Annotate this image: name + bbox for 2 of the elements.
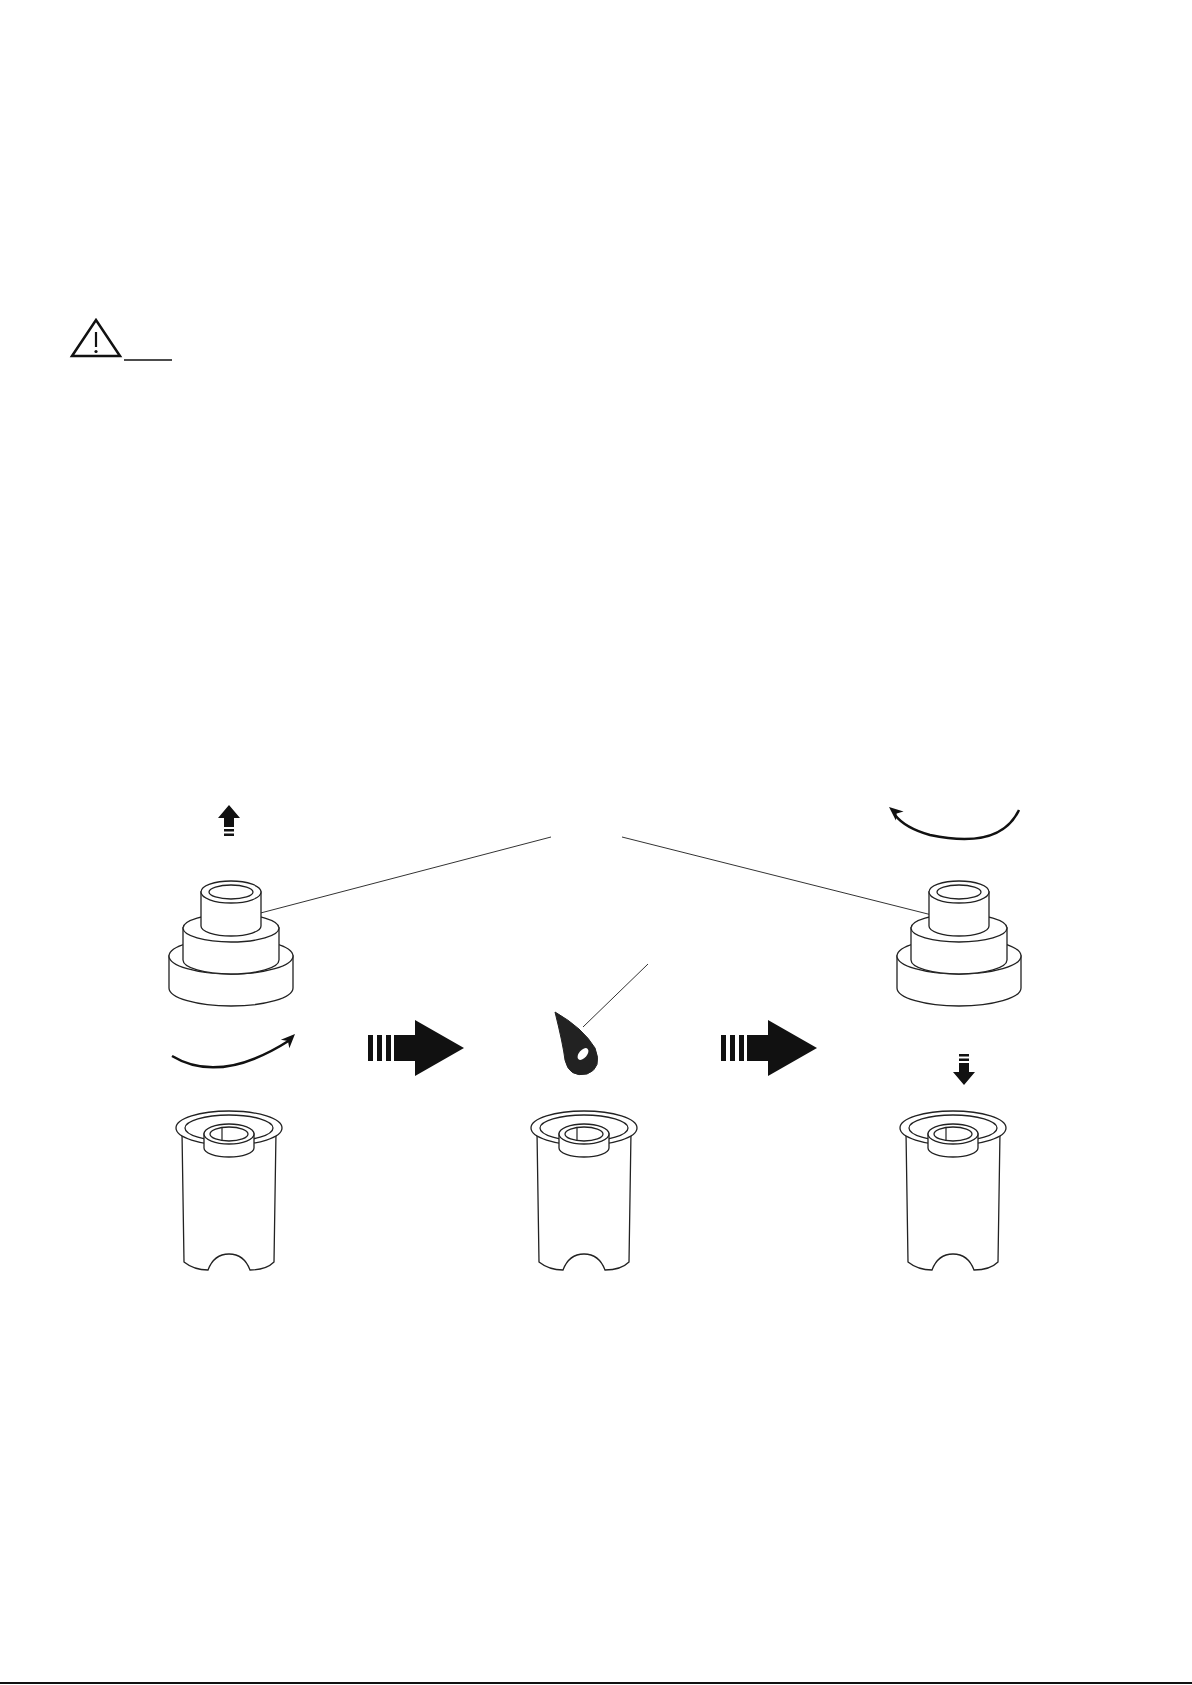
leader-line: [621, 836, 931, 916]
leader-line: [582, 963, 649, 1028]
